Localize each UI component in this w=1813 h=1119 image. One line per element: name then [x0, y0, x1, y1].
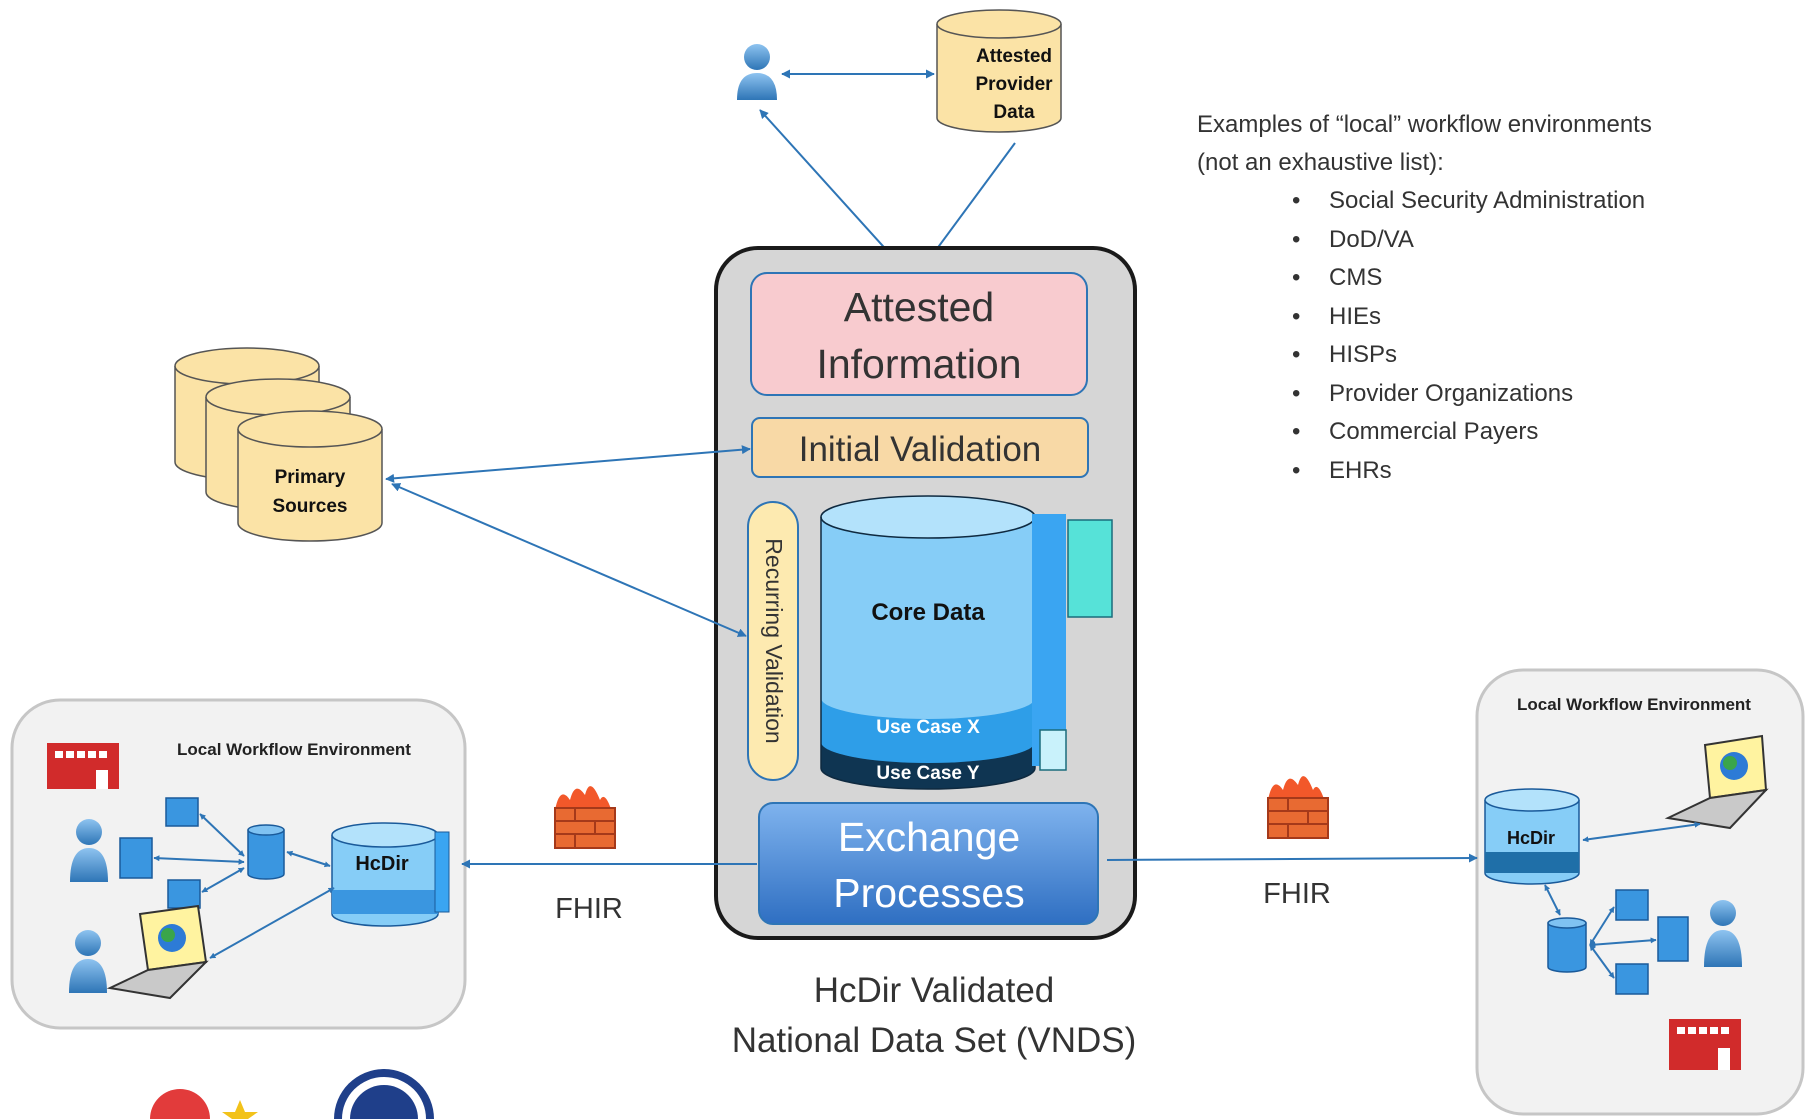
left-env-title: Local Workflow Environment [177, 740, 411, 759]
example-bullet: • [1292, 341, 1300, 368]
person-icon-top [737, 44, 777, 100]
small-db-icon [247, 824, 285, 880]
arrow-right-internal [1582, 821, 1701, 843]
example-bullet: • [1292, 303, 1300, 330]
arrow-right-internal [1544, 884, 1561, 916]
left-local-workflow-env: Local Workflow Environment [10, 698, 467, 1030]
hcdir-right-label: HcDir [1507, 828, 1555, 848]
example-bullet: • [1292, 264, 1300, 291]
arrow-exchange-to-right-hcdir [1106, 853, 1478, 863]
node-square [1657, 916, 1689, 962]
fhir-left-label: FHIR [555, 893, 623, 925]
primary-sources-line1: Primary [275, 467, 346, 488]
hcdir-db-left: HcDir [331, 822, 450, 927]
primary-sources-line2: Sources [273, 496, 348, 517]
node-square [1615, 963, 1649, 995]
hcdir-db-right: HcDir [1484, 788, 1580, 885]
primary-sources-db-stack: Primary Sources [174, 347, 383, 542]
node-square [1615, 889, 1649, 921]
extension-block-small [1039, 729, 1067, 771]
core-data-label: Core Data [871, 599, 985, 626]
laptop-icon [106, 904, 209, 1000]
attested-information-line2: Information [816, 341, 1021, 387]
recurring-validation-box: Recurring Validation [747, 501, 799, 781]
person-icon [1704, 900, 1742, 967]
attested-provider-data-line3: Data [993, 102, 1035, 123]
arrow-right-internal [1589, 937, 1657, 948]
example-bullet: • [1292, 380, 1300, 407]
use-case-x-label: Use Case X [876, 717, 980, 738]
initial-validation-label: Initial Validation [799, 430, 1042, 469]
person-icon [70, 819, 108, 882]
arrow-left-internal [209, 887, 335, 959]
exchange-processes-line2: Processes [833, 870, 1024, 916]
examples-list: Examples of “local” workflow environment… [1197, 111, 1652, 484]
node-square [165, 797, 199, 827]
partial-logo-seal [334, 1069, 434, 1119]
example-item: Social Security Administration [1329, 187, 1645, 214]
node-square [119, 837, 153, 879]
attested-information-line1: Attested [844, 284, 994, 330]
firewall-icon-left [554, 786, 616, 849]
core-data-cylinder: Core Data Use Case X Use Case Y [820, 495, 1036, 790]
arrow-left-internal [153, 855, 245, 865]
firewall-icon-right [1267, 776, 1329, 839]
example-item: HIEs [1329, 303, 1381, 330]
example-item: DoD/VA [1329, 226, 1414, 253]
recurring-validation-label: Recurring Validation [761, 538, 787, 743]
example-item: CMS [1329, 264, 1382, 291]
arrow-primary-sources-to-recurring-validation [391, 483, 747, 637]
right-env-title: Local Workflow Environment [1517, 695, 1751, 714]
arrow-left-internal [201, 867, 245, 893]
example-item: Provider Organizations [1329, 380, 1573, 407]
examples-heading-line2: (not an exhaustive list): [1197, 149, 1444, 176]
use-case-y-label: Use Case Y [876, 763, 979, 784]
attested-provider-data-line2: Provider [975, 74, 1053, 95]
vnds-caption-line1: HcDir Validated [814, 971, 1055, 1010]
attested-information-box: Attested Information [750, 272, 1088, 396]
example-bullet: • [1292, 226, 1300, 253]
example-item: Commercial Payers [1329, 418, 1538, 445]
hcdir-left-label: HcDir [355, 853, 409, 875]
arrow-left-internal [199, 813, 245, 857]
attested-provider-data-line1: Attested [976, 46, 1052, 67]
extension-block [1067, 519, 1113, 618]
vnds-caption-line2: National Data Set (VNDS) [732, 1021, 1137, 1060]
arrow-right-internal [1589, 944, 1615, 979]
fhir-right-label: FHIR [1263, 878, 1331, 910]
example-bullet: • [1292, 187, 1300, 214]
examples-items: • Social Security Administration • DoD/V… [1292, 187, 1645, 484]
arrow-left-internal [286, 850, 331, 868]
examples-heading-line1: Examples of “local” workflow environment… [1197, 111, 1652, 138]
right-local-workflow-env: Local Workflow Environment HcDir [1475, 668, 1805, 1116]
example-item: EHRs [1329, 457, 1392, 484]
exchange-processes-box: Exchange Processes [758, 802, 1099, 925]
building-icon [47, 743, 119, 789]
partial-logo-sun [150, 1089, 258, 1119]
initial-validation-box: Initial Validation [751, 417, 1089, 478]
exchange-processes-line1: Exchange [838, 814, 1020, 860]
core-data-side-strip [1032, 514, 1066, 766]
building-icon [1669, 1019, 1741, 1070]
example-bullet: • [1292, 457, 1300, 484]
arrow-person-to-attested-info [759, 109, 901, 266]
laptop-icon [1664, 734, 1769, 830]
example-item: HISPs [1329, 341, 1397, 368]
example-bullet: • [1292, 418, 1300, 445]
attested-provider-data-db: Attested Provider Data [936, 9, 1062, 133]
arrow-primary-sources-to-initial-validation [385, 445, 751, 483]
person-icon [69, 930, 107, 993]
small-db-icon [1547, 917, 1587, 973]
node-square [167, 879, 201, 909]
line-attested-db-to-attested-info [924, 142, 1016, 266]
